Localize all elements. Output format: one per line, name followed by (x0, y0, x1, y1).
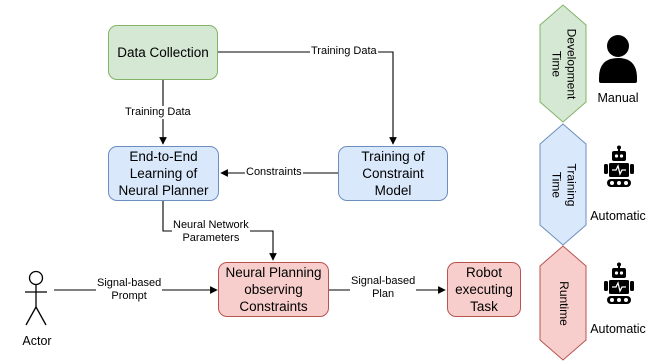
phase-hexagon-training (539, 123, 587, 246)
actor-label: Actor (14, 334, 60, 349)
mode-label-runtime: Automatic (590, 322, 646, 336)
mode-label-development: Manual (597, 91, 639, 105)
node-data-collection: Data Collection (108, 25, 218, 80)
robot-icon (604, 145, 634, 187)
phase-label-training: Training Time (548, 163, 578, 206)
edge-label-constraints: Constraints (245, 166, 303, 180)
node-training-constraint-model: Training of Constraint Model (338, 146, 448, 201)
edge-label-signal-plan: Signal-based Plan (350, 275, 417, 302)
node-end-to-end-learning: End-to-End Learning of Neural Planner (108, 146, 219, 201)
edge-label-signal-prompt: Signal-based Prompt (96, 277, 163, 304)
mode-label-training: Automatic (590, 209, 646, 223)
edge-training-data-top (218, 51, 397, 145)
edge-label-training-data-left: Training Data (124, 106, 192, 120)
edge-label-training-data-top: Training Data (310, 45, 378, 59)
node-robot-executing-task: Robot executing Task (447, 262, 521, 317)
edge-label-nn-params: Neural Network Parameters (172, 219, 250, 246)
robot-icon (604, 262, 634, 304)
person-icon (599, 35, 637, 83)
node-neural-planning: Neural Planning observing Constraints (218, 262, 329, 317)
phase-hexagon-runtime (539, 245, 587, 361)
phase-label-runtime: Runtime (556, 280, 571, 326)
phase-hexagon-development (539, 4, 587, 123)
actor-figure (25, 270, 47, 326)
